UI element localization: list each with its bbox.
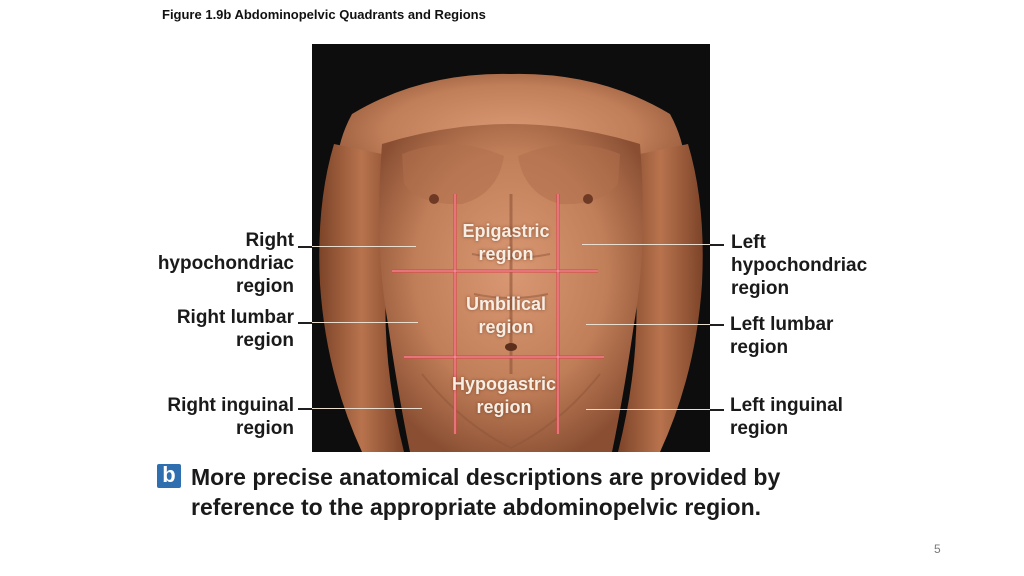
leader-left-inguinal-inner	[586, 409, 710, 410]
left-hypochondriac-label: Left hypochondriac region	[731, 232, 868, 299]
leader-left-lumbar-inner	[586, 324, 710, 325]
leader-left-inguinal	[710, 409, 724, 411]
figure-title: Figure 1.9b Abdominopelvic Quadrants and…	[162, 7, 486, 22]
leader-right-hypochondriac	[298, 246, 312, 248]
leader-right-inguinal-inner	[312, 408, 422, 409]
figure-caption: More precise anatomical descriptions are…	[191, 464, 781, 520]
leader-left-hypochondriac	[710, 244, 724, 246]
torso-illustration	[312, 44, 710, 452]
right-lumbar-label: Right lumbar region	[176, 307, 294, 351]
leader-right-lumbar-inner	[312, 322, 418, 323]
leader-right-inguinal	[298, 408, 312, 410]
leader-left-hypochondriac-inner	[582, 244, 710, 245]
leader-left-lumbar	[710, 324, 724, 326]
page-number: 5	[934, 542, 941, 556]
right-hypochondriac-label: Right hypochondriac region	[157, 230, 294, 297]
leader-right-lumbar	[298, 322, 312, 324]
right-inguinal-label: Right inguinal region	[167, 395, 294, 439]
left-lumbar-label: Left lumbar region	[730, 314, 834, 358]
left-inguinal-label: Left inguinal region	[730, 395, 843, 439]
leader-right-hypochondriac-inner	[312, 246, 416, 247]
figure-part-badge: b	[157, 464, 181, 488]
